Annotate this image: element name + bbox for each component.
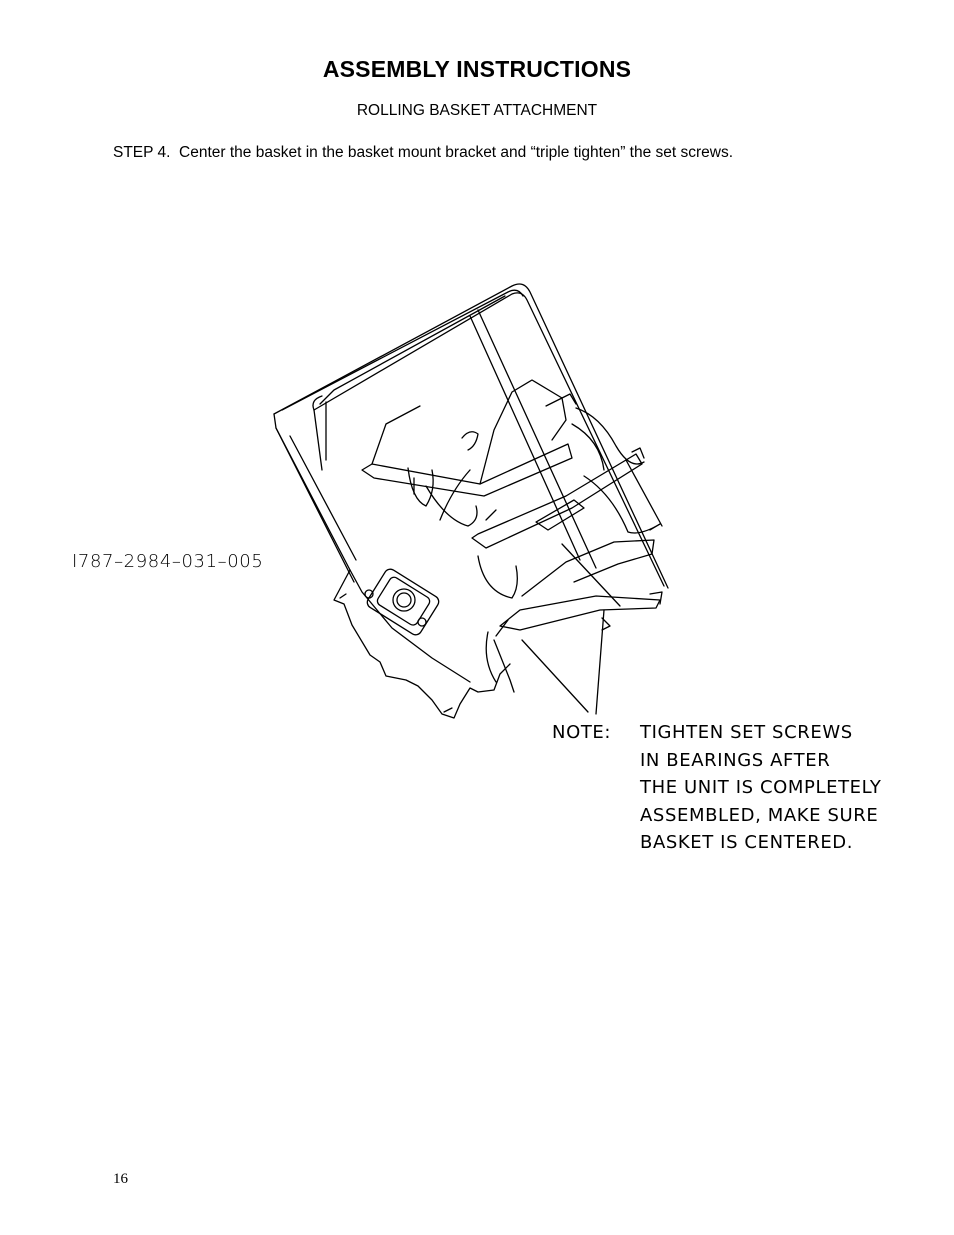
- end-disk: [333, 568, 511, 719]
- mount-bracket: [273, 283, 669, 683]
- note-line: IN BEARINGS AFTER: [640, 749, 831, 771]
- page-title: ASSEMBLY INSTRUCTIONS: [322, 56, 632, 82]
- section-subtitle: ROLLING BASKET ATTACHMENT: [356, 102, 598, 119]
- part-number: I787–2984–031–005: [72, 551, 264, 572]
- note-label: NOTE:: [552, 722, 612, 743]
- leader-lines: [521, 609, 605, 715]
- note-line: TIGHTEN SET SCREWS: [640, 722, 853, 743]
- note-line: ASSEMBLED, MAKE SURE: [640, 804, 879, 826]
- step-instruction: STEP 4. Center the basket in the basket …: [113, 144, 734, 161]
- note-text: TIGHTEN SET SCREWS IN BEARINGS AFTER THE…: [640, 719, 881, 857]
- basket-blades: [361, 379, 663, 693]
- page-number: 16: [113, 1171, 128, 1187]
- note-line: THE UNIT IS COMPLETELY: [640, 777, 882, 798]
- note-line: BASKET IS CENTERED.: [640, 832, 854, 853]
